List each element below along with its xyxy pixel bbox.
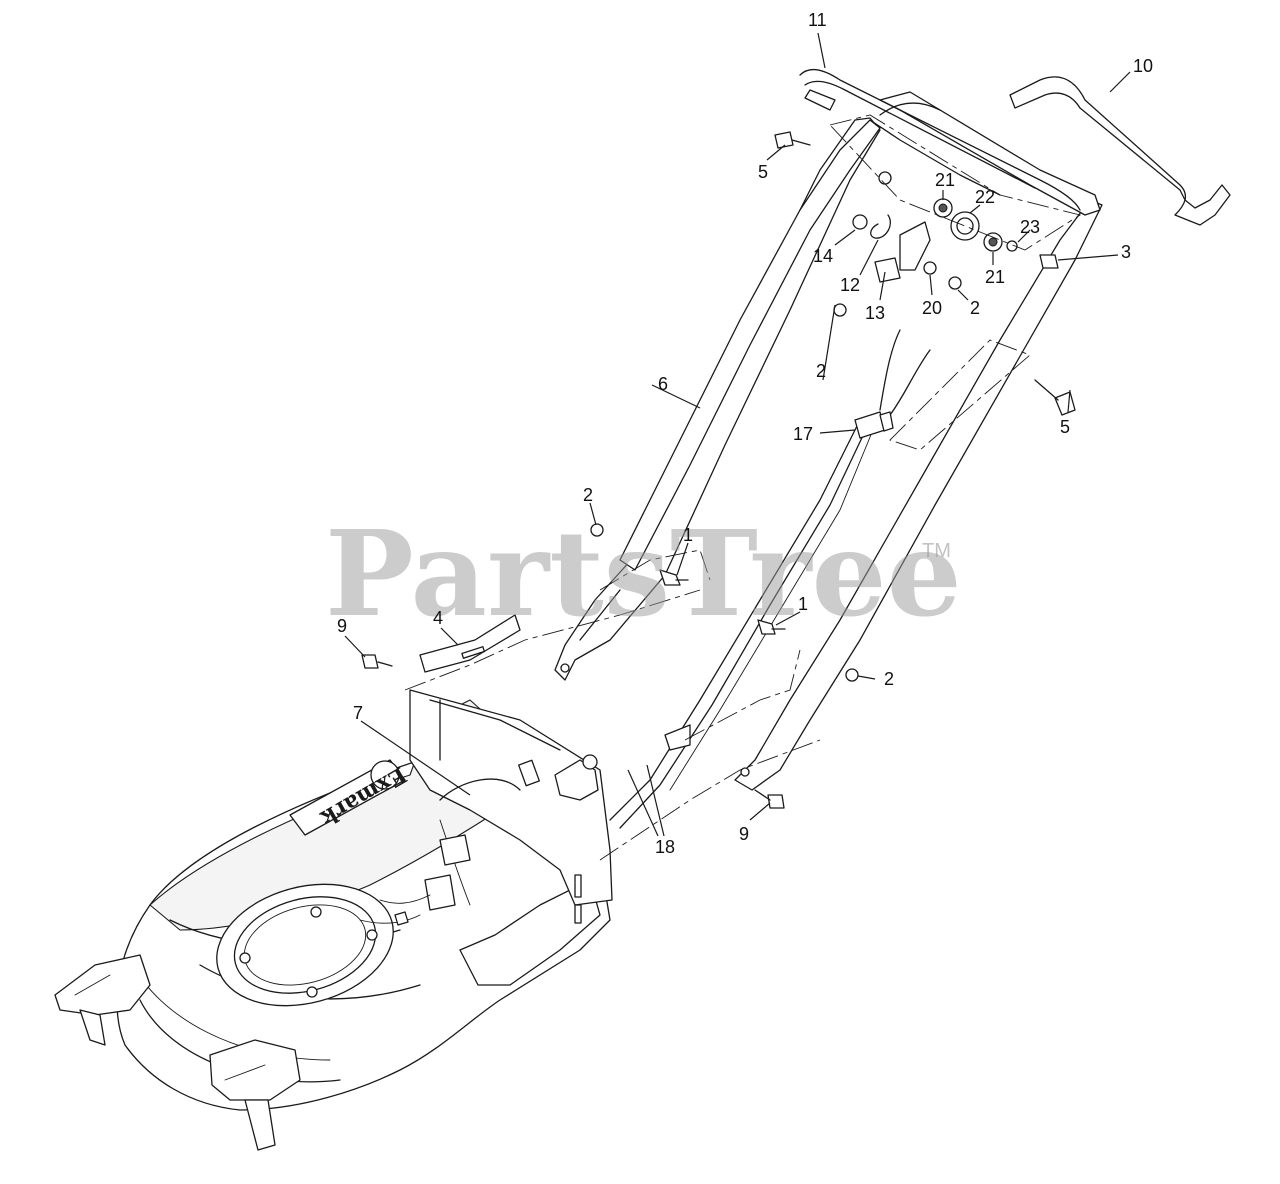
callout-4: 4	[433, 608, 443, 628]
top-handle-grip	[1009, 76, 1231, 226]
gear-assembly	[854, 198, 1003, 439]
callout-18: 18	[655, 837, 675, 857]
alignment-phantom-lines	[404, 114, 1082, 861]
callout-1-mid: 1	[798, 594, 808, 614]
callout-12: 12	[840, 275, 860, 295]
callout-2-right: 2	[884, 669, 894, 689]
mower-deck: Exmark	[54, 689, 613, 1151]
callout-23: 23	[1020, 217, 1040, 237]
callout-6: 6	[658, 374, 668, 394]
main-handle	[619, 119, 881, 571]
leader-lines	[344, 32, 1131, 837]
callout-22: 22	[975, 187, 995, 207]
watermark-text: PartsTree	[325, 504, 962, 643]
callout-17: 17	[793, 424, 813, 444]
hardware-bolts	[361, 131, 1076, 809]
watermark: PartsTree TM	[325, 504, 962, 643]
callout-2-left: 2	[583, 485, 593, 505]
callout-labels: 11 10 5 21 22 23 3 14 12 21 13 20 2 6 2 …	[337, 10, 1153, 857]
control-cables	[609, 119, 1001, 829]
callout-5-right: 5	[1060, 417, 1070, 437]
callout-3: 3	[1121, 242, 1131, 262]
hardware-nuts	[590, 171, 1018, 682]
callout-14: 14	[813, 246, 833, 266]
watermark-trademark: TM	[922, 540, 951, 562]
callout-2-gear: 2	[970, 298, 980, 318]
callout-1-left: 1	[683, 525, 693, 545]
handle-bracket-right	[664, 724, 691, 751]
callout-11: 11	[808, 10, 827, 30]
callout-9-left: 9	[337, 616, 347, 636]
callout-2-upper: 2	[816, 361, 826, 381]
callout-20: 20	[922, 298, 942, 318]
control-bail	[799, 68, 1081, 211]
callout-5: 5	[758, 162, 768, 182]
callout-13: 13	[865, 303, 885, 323]
callout-21-lower: 21	[985, 267, 1005, 287]
callout-21: 21	[935, 170, 955, 190]
cable-bracket-plate	[419, 614, 521, 673]
callout-10: 10	[1133, 56, 1153, 76]
callout-7: 7	[353, 703, 363, 723]
callout-9-right: 9	[739, 824, 749, 844]
